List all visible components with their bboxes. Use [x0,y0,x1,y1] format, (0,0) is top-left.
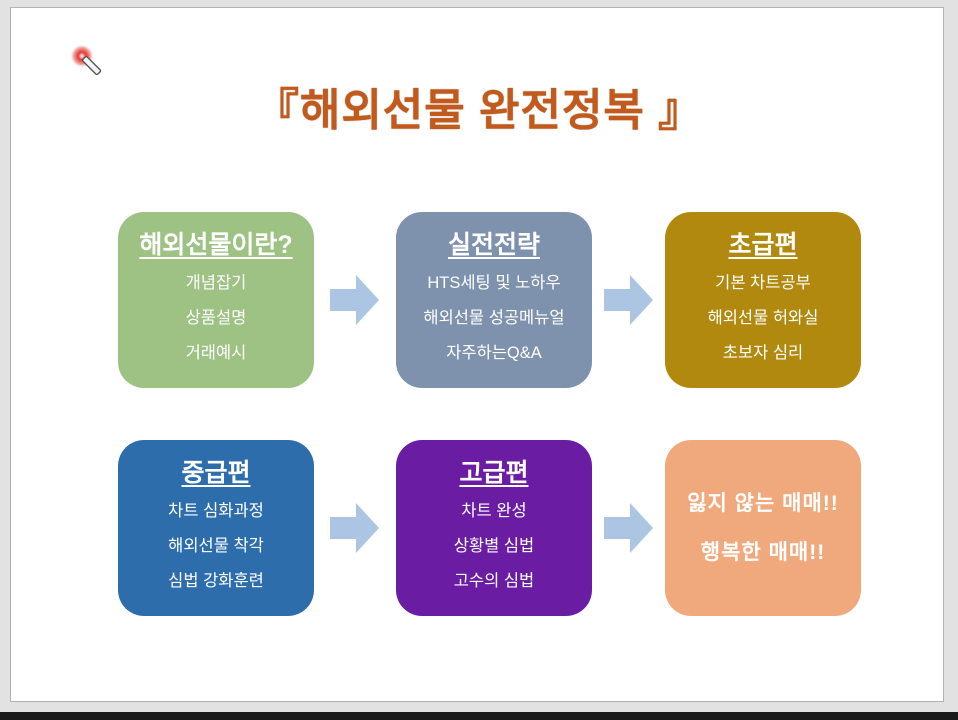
right-arrow-icon [604,275,653,325]
card-intermediate-level: 중급편 차트 심화과정 해외선물 착각 심법 강화훈련 [118,440,314,616]
card-item: 해외선물 성공메뉴얼 [423,309,565,327]
card-item: HTS세팅 및 노하우 [427,274,561,292]
card-title: 해외선물이란? [139,231,293,259]
card-item-list: 차트 완성 상황별 심법 고수의 심법 [454,500,534,593]
card-item: 자주하는Q&A [446,344,542,362]
card-title: 중급편 [181,459,251,487]
card-item-list: 차트 심화과정 해외선물 착각 심법 강화훈련 [168,500,264,593]
card-item: 차트 완성 [461,502,527,520]
card-advanced-level: 고급편 차트 완성 상황별 심법 고수의 심법 [396,440,592,616]
card-item: 차트 심화과정 [168,502,264,520]
right-arrow-icon [604,503,653,553]
card-overseas-futures-intro: 해외선물이란? 개념잡기 상품설명 거래예시 [118,212,314,388]
card-item: 거래예시 [185,344,247,362]
right-arrow-icon [330,503,379,553]
bottom-letterbox-bar [0,712,958,720]
right-arrow-icon [330,275,379,325]
card-item: 심법 강화훈련 [168,572,264,590]
highlight-cursor-icon [71,45,102,76]
card-item-list: 잃지 않는 매매!! 행복한 매매!! [687,492,839,564]
card-practical-strategy: 실전전략 HTS세팅 및 노하우 해외선물 성공메뉴얼 자주하는Q&A [396,212,592,388]
card-item: 초보자 심리 [722,344,804,362]
card-item-list: 개념잡기 상품설명 거래예시 [186,272,247,365]
card-item: 상황별 심법 [453,537,535,555]
card-title: 초급편 [728,231,798,259]
card-item: 상품설명 [185,309,247,327]
card-item: 해외선물 허와실 [707,309,819,327]
card-goal-statement: 잃지 않는 매매!! 행복한 매매!! [665,440,861,616]
card-beginner-level: 초급편 기본 차트공부 해외선물 허와실 초보자 심리 [665,212,861,388]
card-title: 실전전략 [447,231,540,259]
card-item-list: HTS세팅 및 노하우 해외선물 성공메뉴얼 자주하는Q&A [423,272,564,365]
card-item: 기본 차트공부 [715,274,811,292]
card-item: 행복한 매매!! [700,541,826,564]
slide-title: 『해외선물 완전정복 』 [254,86,704,135]
card-item: 개념잡기 [185,274,247,292]
card-item: 해외선물 착각 [168,537,264,555]
card-item: 잃지 않는 매매!! [687,492,839,515]
card-item: 고수의 심법 [453,572,535,590]
card-item-list: 기본 차트공부 해외선물 허와실 초보자 심리 [708,272,819,365]
card-title: 고급편 [459,459,529,487]
